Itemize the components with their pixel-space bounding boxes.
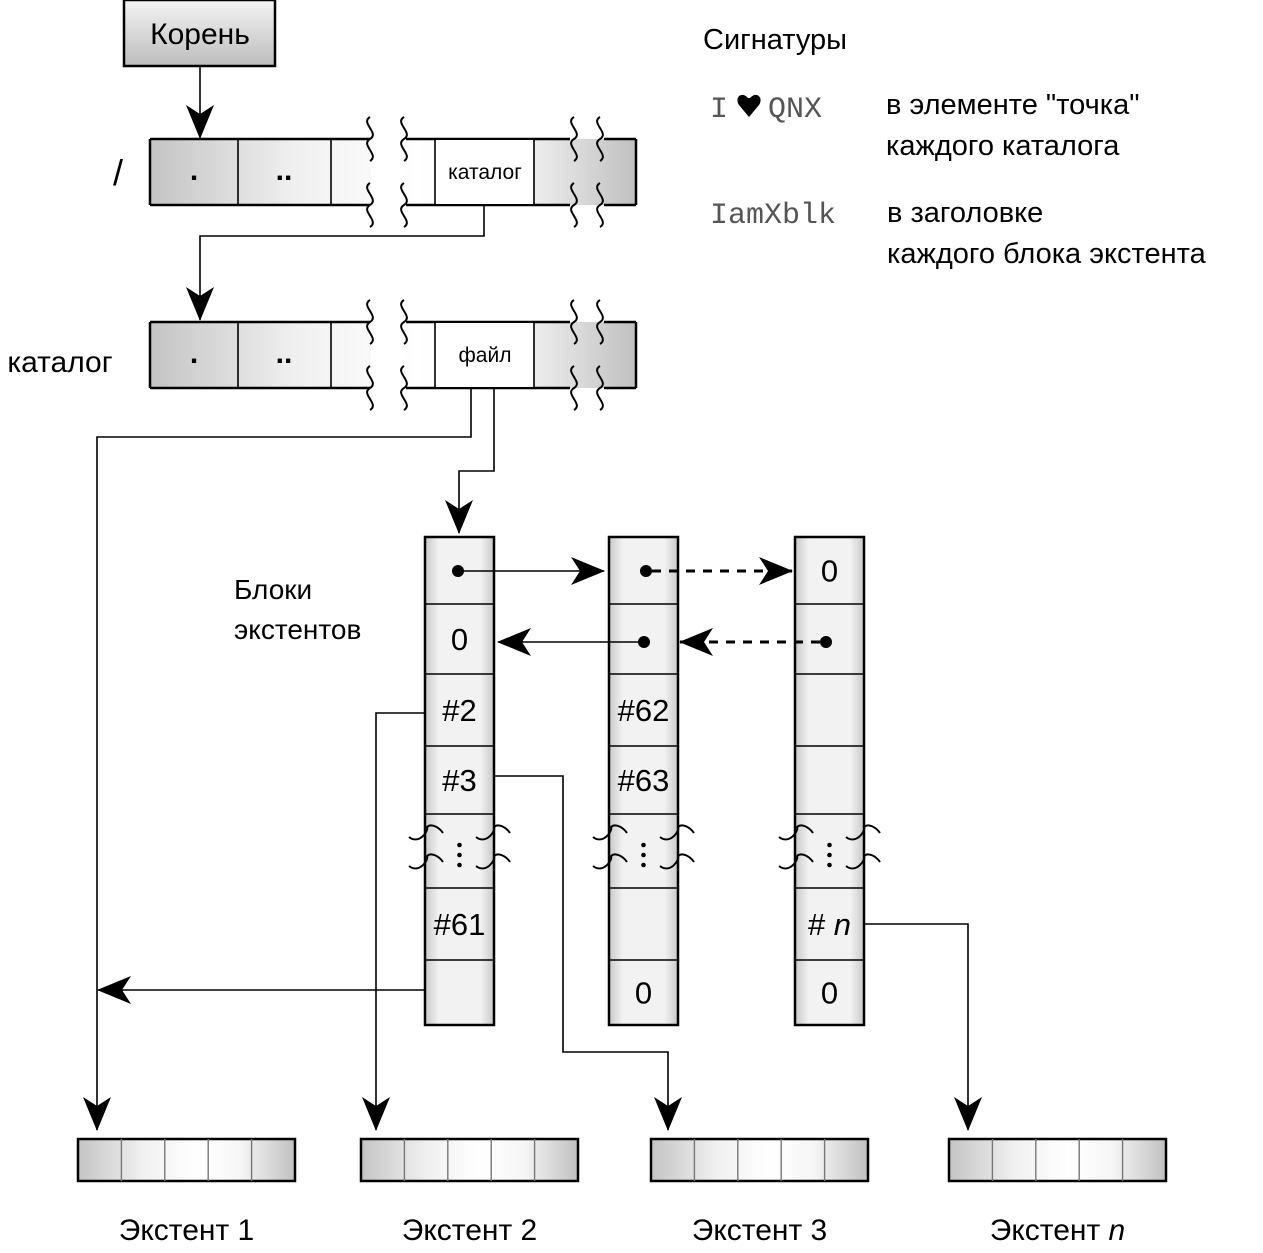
break-mark-icon xyxy=(366,299,374,345)
extent-label-2: Экстент 2 xyxy=(402,1214,537,1247)
block-1-cell-5: #61 xyxy=(434,907,486,942)
extent-blocks-label-line1: Блоки xyxy=(234,574,312,605)
extent-label-4: Экстент n xyxy=(990,1214,1125,1247)
signature-2-desc-line2: каждого блока экстента xyxy=(887,238,1207,270)
break-mark-icon xyxy=(366,116,374,162)
extent-blocks-label-line2: экстентов xyxy=(234,614,361,645)
file-to-block1-arrow xyxy=(445,388,495,534)
break-mark-icon xyxy=(596,116,604,162)
block-3-cell-0: 0 xyxy=(821,554,838,589)
heart-icon xyxy=(737,94,761,117)
block-3-cell-5: # n xyxy=(808,907,851,942)
signature-1-desc-line2: каждого каталога xyxy=(886,130,1120,162)
ellipsis-icon xyxy=(457,852,462,858)
ellipsis-icon xyxy=(827,842,832,848)
break-mark-icon xyxy=(778,824,814,841)
catalog-dir-cell-1: .. xyxy=(276,337,293,370)
signature-1-suffix: QNX xyxy=(768,93,822,127)
ellipsis-icon xyxy=(641,852,646,858)
signature-2-desc-line1: в заголовке xyxy=(887,197,1043,229)
catalog-dir-cell-3: файл xyxy=(459,344,512,367)
block3-prev-pointer-dot xyxy=(820,636,832,648)
root-dir-row: ... каталог / xyxy=(113,116,638,228)
extent-1: Экстент 1 xyxy=(76,1137,297,1247)
root-dir-cell-1: .. xyxy=(276,154,293,187)
break-mark-icon xyxy=(570,365,578,411)
block2-next-pointer-dot xyxy=(640,565,652,577)
break-mark-icon xyxy=(570,182,578,228)
break-mark-icon xyxy=(778,853,814,870)
break-mark-icon xyxy=(845,824,881,841)
break-mark-icon xyxy=(408,853,444,870)
ellipsis-icon xyxy=(827,852,832,858)
break-mark-icon xyxy=(475,824,511,841)
block-3: 0 # n 0 xyxy=(778,535,881,1027)
extent-3: Экстент 3 xyxy=(649,1137,870,1247)
pointer-3-to-extent3 xyxy=(494,775,682,1131)
extent-label-1: Экстент 1 xyxy=(119,1214,254,1247)
root-node: Корень xyxy=(122,0,277,68)
ellipsis-icon xyxy=(457,862,462,868)
break-mark-icon xyxy=(400,116,408,162)
block-2: #62 #63 0 xyxy=(592,535,695,1027)
root-dir-side-label: / xyxy=(113,152,123,193)
break-mark-icon xyxy=(596,182,604,228)
signatures-title: Сигнатуры xyxy=(703,24,847,56)
break-mark-icon xyxy=(596,299,604,345)
break-mark-icon xyxy=(408,824,444,841)
extent-4: Экстент n xyxy=(947,1137,1168,1247)
break-mark-icon xyxy=(592,853,628,870)
catalog-dir-side-label: каталог xyxy=(7,346,112,379)
block-1-cell-3: #3 xyxy=(442,763,476,798)
block-1-cell-1: 0 xyxy=(451,622,468,657)
pointer-2-to-extent2 xyxy=(362,712,425,1131)
catalog-dir-row: ... файл каталог xyxy=(7,299,638,411)
block-2-cell-6: 0 xyxy=(635,976,652,1011)
break-mark-icon xyxy=(659,824,695,841)
break-mark-icon xyxy=(659,853,695,870)
extent-2: Экстент 2 xyxy=(359,1137,580,1247)
ellipsis-icon xyxy=(641,862,646,868)
block-1: 0 #2 #3 #61 xyxy=(408,535,511,1027)
break-mark-icon xyxy=(592,824,628,841)
file-to-extent1-arrow xyxy=(83,388,472,1131)
break-mark-icon xyxy=(845,853,881,870)
catalog-entry-arrow xyxy=(186,206,485,321)
root-dir-cell-0: . xyxy=(190,154,198,187)
ellipsis-icon xyxy=(641,842,646,848)
signature-1-desc-line1: в элементе "точка" xyxy=(886,89,1140,121)
block-2-cell-2: #62 xyxy=(618,693,670,728)
break-mark-icon xyxy=(366,182,374,228)
signature-2-code: IamXblk xyxy=(710,199,836,233)
pointer-n-to-extentn xyxy=(865,923,982,1131)
block-2-cell-3: #63 xyxy=(618,763,670,798)
break-mark-icon xyxy=(570,116,578,162)
signatures-legend: Сигнатуры I QNX в элементе "точка" каждо… xyxy=(703,24,1207,270)
break-mark-icon xyxy=(366,365,374,411)
root-label: Корень xyxy=(150,18,250,51)
ellipsis-icon xyxy=(457,842,462,848)
root-dir-cell-3: каталог xyxy=(448,161,522,184)
break-mark-icon xyxy=(570,299,578,345)
extent-label-3: Экстент 3 xyxy=(692,1214,827,1247)
ellipsis-icon xyxy=(827,862,832,868)
block-1-cell-2: #2 xyxy=(442,693,476,728)
break-mark-icon xyxy=(475,853,511,870)
break-mark-icon xyxy=(400,365,408,411)
block-3-cell-6: 0 xyxy=(821,976,838,1011)
break-mark-icon xyxy=(596,365,604,411)
signature-1-prefix: I xyxy=(710,93,728,127)
break-mark-icon xyxy=(400,182,408,228)
break-mark-icon xyxy=(400,299,408,345)
catalog-dir-cell-0: . xyxy=(190,337,198,370)
